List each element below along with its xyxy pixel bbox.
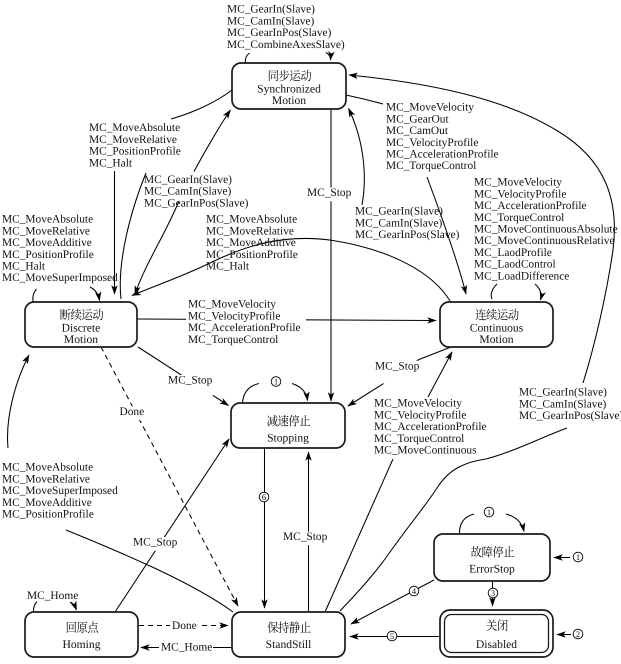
- svg-text:MC_MoveAdditive: MC_MoveAdditive: [2, 497, 92, 509]
- svg-text:MC_Stop: MC_Stop: [307, 187, 352, 199]
- svg-text:MC_LaodProfile: MC_LaodProfile: [474, 247, 552, 259]
- svg-text:MC_MoveAdditive: MC_MoveAdditive: [2, 237, 92, 249]
- svg-text:MC_GearInPos(Slave): MC_GearInPos(Slave): [355, 229, 460, 241]
- svg-text:MC_GearIn(Slave): MC_GearIn(Slave): [355, 206, 443, 218]
- svg-text:MC_AccelerationProfile: MC_AccelerationProfile: [474, 200, 587, 212]
- svg-text:MC_GearOut: MC_GearOut: [386, 113, 449, 125]
- svg-text:Stopping: Stopping: [267, 432, 309, 445]
- svg-text:MC_MoveAbsolute: MC_MoveAbsolute: [206, 214, 297, 226]
- svg-text:MC_MoveContinuousAbsolute: MC_MoveContinuousAbsolute: [474, 224, 618, 236]
- svg-text:MC_MoveVelocity: MC_MoveVelocity: [474, 177, 562, 189]
- svg-text:3: 3: [491, 588, 495, 598]
- svg-text:MC_CamIn(Slave): MC_CamIn(Slave): [519, 398, 607, 410]
- svg-text:MC_AccelerationProfile: MC_AccelerationProfile: [374, 421, 487, 433]
- svg-text:MC_Halt: MC_Halt: [89, 157, 133, 169]
- svg-text:Synchronized: Synchronized: [257, 83, 321, 96]
- svg-text:Motion: Motion: [64, 333, 98, 346]
- svg-text:4: 4: [412, 586, 417, 596]
- svg-text:MC_GearIn(Slave): MC_GearIn(Slave): [144, 174, 232, 186]
- svg-text:MC_MoveAbsolute: MC_MoveAbsolute: [2, 214, 93, 226]
- svg-text:MC_Home: MC_Home: [161, 641, 212, 653]
- svg-text:MC_MoveAdditive: MC_MoveAdditive: [206, 237, 296, 249]
- svg-text:Homing: Homing: [62, 638, 100, 651]
- svg-text:MC_CamIn(Slave): MC_CamIn(Slave): [144, 186, 232, 198]
- svg-text:MC_VelocityProfile: MC_VelocityProfile: [374, 409, 466, 421]
- svg-text:Continuous: Continuous: [470, 322, 524, 335]
- svg-text:5: 5: [390, 631, 394, 641]
- svg-text:StandStill: StandStill: [266, 638, 312, 651]
- svg-text:MC_Stop: MC_Stop: [375, 361, 420, 373]
- svg-text:MC_GearIn(Slave): MC_GearIn(Slave): [519, 387, 607, 399]
- svg-text:MC_GearIn(Slave): MC_GearIn(Slave): [227, 4, 315, 16]
- svg-text:MC_MoveContinuousRelative: MC_MoveContinuousRelative: [474, 235, 614, 247]
- svg-text:MC_PositionProfile: MC_PositionProfile: [2, 249, 94, 261]
- svg-text:MC_MoveRelative: MC_MoveRelative: [89, 134, 177, 146]
- svg-text:MC_GearInPos(Slave): MC_GearInPos(Slave): [227, 27, 332, 39]
- svg-text:MC_LaodControl: MC_LaodControl: [474, 259, 556, 271]
- svg-text:Disabled: Disabled: [476, 638, 517, 651]
- svg-text:MC_MoveAbsolute: MC_MoveAbsolute: [89, 122, 180, 134]
- svg-text:MC_Stop: MC_Stop: [168, 375, 213, 387]
- svg-text:Done: Done: [172, 620, 197, 632]
- svg-text:MC_MoveRelative: MC_MoveRelative: [2, 473, 90, 485]
- svg-text:MC_MoveVelocity: MC_MoveVelocity: [386, 102, 474, 114]
- svg-text:Motion: Motion: [272, 94, 306, 107]
- svg-text:MC_VelocityProfile: MC_VelocityProfile: [474, 188, 566, 200]
- svg-text:MC_Stop: MC_Stop: [133, 537, 178, 549]
- svg-text:MC_CamOut: MC_CamOut: [386, 125, 449, 137]
- svg-text:1: 1: [576, 552, 580, 562]
- svg-text:MC_TorqueControl: MC_TorqueControl: [188, 334, 278, 346]
- svg-text:MC_TorqueControl: MC_TorqueControl: [374, 433, 464, 445]
- svg-text:1: 1: [274, 376, 278, 386]
- svg-text:MC_MoveSuperImposed: MC_MoveSuperImposed: [2, 272, 118, 284]
- svg-text:MC_MoveAbsolute: MC_MoveAbsolute: [2, 462, 93, 474]
- svg-text:MC_GearInPos(Slave): MC_GearInPos(Slave): [519, 410, 621, 422]
- svg-text:MC_TorqueControl: MC_TorqueControl: [386, 160, 476, 172]
- svg-text:MC_PositionProfile: MC_PositionProfile: [206, 249, 298, 261]
- svg-text:MC_MoveSuperImposed: MC_MoveSuperImposed: [2, 485, 118, 497]
- svg-text:MC_Halt: MC_Halt: [206, 261, 250, 273]
- svg-text:MC_PositionProfile: MC_PositionProfile: [2, 509, 94, 521]
- svg-text:MC_Stop: MC_Stop: [283, 531, 328, 543]
- svg-text:2: 2: [576, 629, 580, 639]
- svg-text:MC_Home: MC_Home: [27, 590, 78, 602]
- svg-text:Motion: Motion: [479, 333, 513, 346]
- svg-text:MC_MoveRelative: MC_MoveRelative: [206, 225, 294, 237]
- svg-text:MC_LoadDifference: MC_LoadDifference: [474, 270, 569, 282]
- svg-text:MC_Halt: MC_Halt: [2, 261, 46, 273]
- svg-text:MC_MoveRelative: MC_MoveRelative: [2, 225, 90, 237]
- svg-text:MC_CombineAxesSlave): MC_CombineAxesSlave): [227, 39, 345, 51]
- svg-text:MC_TorqueControl: MC_TorqueControl: [474, 212, 564, 224]
- svg-text:MC_MoveContinuous: MC_MoveContinuous: [374, 445, 477, 457]
- svg-text:MC_CamIn(Slave): MC_CamIn(Slave): [355, 217, 443, 229]
- svg-text:Done: Done: [120, 406, 145, 418]
- svg-text:MC_CamIn(Slave): MC_CamIn(Slave): [227, 15, 315, 27]
- svg-text:MC_PositionProfile: MC_PositionProfile: [89, 146, 181, 158]
- svg-text:1: 1: [487, 507, 491, 517]
- svg-text:6: 6: [262, 492, 266, 502]
- svg-text:MC_MoveVelocity: MC_MoveVelocity: [374, 398, 462, 410]
- svg-text:MC_VelocityProfile: MC_VelocityProfile: [386, 137, 478, 149]
- svg-text:MC_AccelerationProfile: MC_AccelerationProfile: [386, 149, 499, 161]
- svg-text:MC_MoveVelocity: MC_MoveVelocity: [188, 299, 276, 311]
- svg-text:ErrorStop: ErrorStop: [469, 563, 515, 576]
- svg-text:Discrete: Discrete: [62, 322, 101, 335]
- svg-text:MC_GearInPos(Slave): MC_GearInPos(Slave): [144, 197, 249, 209]
- svg-text:MC_VelocityProfile: MC_VelocityProfile: [188, 310, 280, 322]
- svg-text:MC_AccelerationProfile: MC_AccelerationProfile: [188, 322, 301, 334]
